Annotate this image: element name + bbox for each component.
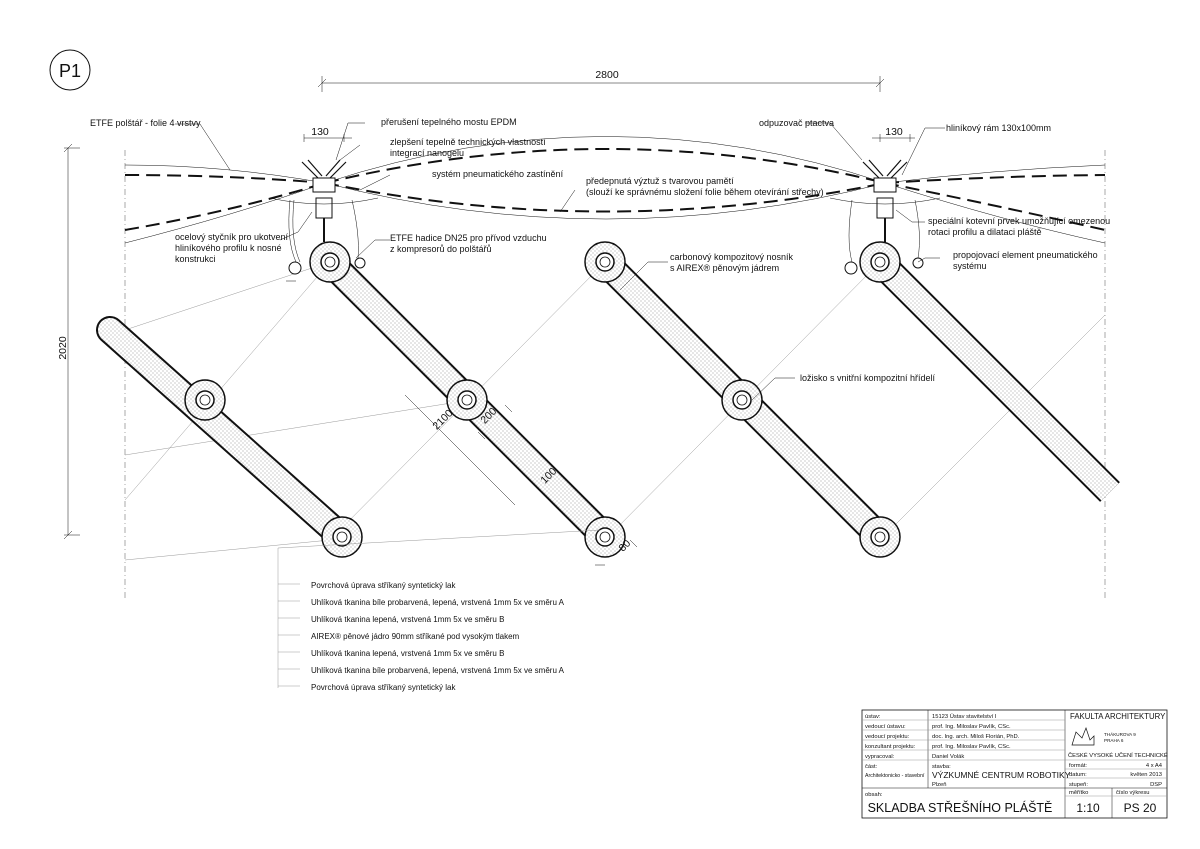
dimension-gap-right-value: 130 bbox=[885, 126, 903, 138]
tb-university: ČESKÉ VYSOKÉ UČENÍ TECHNICKÉ bbox=[1068, 752, 1168, 759]
bearing-node bbox=[309, 241, 351, 283]
tb-label-format: formát: bbox=[1069, 763, 1087, 769]
note-etfe-cushion: ETFE polštář - folie 4 vrstvy bbox=[90, 118, 201, 128]
tb-value-number: PS 20 bbox=[1124, 801, 1157, 815]
aluminium-frame-left bbox=[269, 159, 379, 275]
tb-value-scale: 1:10 bbox=[1076, 801, 1100, 815]
note-connector-1: propojovací element pneumatického bbox=[953, 250, 1098, 260]
tb-value-format: 4 x A4 bbox=[1146, 763, 1163, 769]
tb-address-2: PRAHA 6 bbox=[1104, 738, 1124, 743]
tb-label-content: obsah: bbox=[865, 792, 883, 798]
layer-list: Povrchová úprava stříkaný syntetický lak… bbox=[311, 581, 565, 692]
badge-label: P1 bbox=[59, 61, 81, 81]
aluminium-frame-right bbox=[829, 159, 941, 275]
layer-item: Uhlíková tkanina bíle probarvená, lepená… bbox=[311, 598, 565, 607]
note-shading: systém pneumatického zastínění bbox=[432, 169, 564, 179]
layer-item: AIREX® pěnové jádro 90mm stříkané pod vy… bbox=[311, 632, 520, 641]
bearing-node bbox=[446, 379, 488, 421]
note-insulation-2: integrací nanogelu bbox=[390, 148, 464, 158]
note-anchor-2: rotaci profilu a dilataci pláště bbox=[928, 227, 1042, 237]
note-hose-1: ETFE hadice DN25 pro přívod vzduchu bbox=[390, 233, 547, 243]
layer-item: Povrchová úprava stříkaný syntetický lak bbox=[311, 581, 457, 590]
note-thermal-break: přerušení tepelného mostu EPDM bbox=[381, 117, 517, 127]
dimension-height: 2020 bbox=[57, 143, 80, 540]
note-hose-2: z kompresorů do polštářů bbox=[390, 244, 492, 254]
tb-value-head: prof. Ing. Miloslav Pavlík, CSc. bbox=[932, 724, 1011, 730]
dimension-span: 2800 bbox=[317, 69, 885, 92]
bearing-node bbox=[859, 516, 901, 558]
tb-location: Plzeň bbox=[932, 782, 947, 788]
structure-projection bbox=[124, 261, 1106, 561]
note-steel-2: hliníkového profilu k nosné bbox=[175, 243, 282, 253]
title-block: ústav: 15123 Ústav stavitelství I vedouc… bbox=[861, 709, 1168, 819]
bearing-node bbox=[584, 241, 626, 283]
tb-label-institute: ústav: bbox=[865, 714, 881, 720]
tb-label-author: vypracoval: bbox=[865, 754, 895, 760]
note-prestressed-1: předepnutá výztuž s tvarovou pamětí bbox=[586, 176, 734, 186]
tb-value-consultant: prof. Ing. Miloslav Pavlík, CSc. bbox=[932, 744, 1011, 750]
layer-item: Uhlíková tkanina bíle probarvená, lepená… bbox=[311, 666, 565, 675]
layer-item: Povrchová úprava stříkaný syntetický lak bbox=[311, 683, 457, 692]
tb-label-consultant: konzultant projektu: bbox=[865, 744, 916, 750]
tb-value-building: VÝZKUMNÉ CENTRUM ROBOTIKY bbox=[932, 770, 1071, 780]
bearing-node bbox=[721, 379, 763, 421]
faculty-logo bbox=[1071, 726, 1095, 746]
tb-label-date: datum: bbox=[1069, 772, 1087, 778]
tb-value-institute: 15123 Ústav stavitelství I bbox=[932, 713, 997, 720]
note-carbon-1: carbonový kompozitový nosník bbox=[670, 252, 794, 262]
tb-label-scale: měřítko bbox=[1069, 790, 1088, 796]
tb-value-date: květen 2013 bbox=[1130, 772, 1162, 778]
tb-label-head: vedoucí ústavu: bbox=[865, 724, 906, 730]
dimension-span-value: 2800 bbox=[595, 69, 619, 81]
bearing-node bbox=[859, 241, 901, 283]
note-connector-2: systému bbox=[953, 261, 987, 271]
note-prestressed-2: (slouží ke správnému složení folie během… bbox=[586, 187, 824, 197]
tb-label-part: část: bbox=[865, 764, 878, 770]
note-steel-1: ocelový styčník pro ukotvení bbox=[175, 232, 289, 242]
leader-lines bbox=[175, 122, 945, 688]
note-alu-frame: hliníkový rám 130x100mm bbox=[946, 123, 1051, 133]
dimension-height-value: 2020 bbox=[57, 336, 69, 360]
section-edges bbox=[124, 150, 1106, 600]
note-carbon-2: s AIREX® pěnovým jádrem bbox=[670, 263, 779, 273]
note-bearing: ložisko s vnitřní kompozitní hřídelí bbox=[800, 373, 936, 383]
note-steel-3: konstrukci bbox=[175, 254, 216, 264]
tb-value-author: Daniel Volák bbox=[932, 754, 964, 760]
note-anchor-1: speciální kotevní prvek umožňující omeze… bbox=[928, 216, 1110, 226]
note-insulation-1: zlepšení tepelně technických vlastností bbox=[390, 137, 546, 147]
bearings bbox=[184, 241, 901, 558]
tb-address-1: THÁKUROVA 9 bbox=[1104, 731, 1136, 737]
bearing-node bbox=[184, 379, 226, 421]
dimension-gap-right: 130 bbox=[872, 126, 915, 142]
tb-value-content: SKLADBA STŘEŠNÍHO PLÁŠTĚ bbox=[868, 800, 1053, 815]
tb-faculty: FAKULTA ARCHITEKTURY bbox=[1070, 712, 1166, 721]
dimension-gap-left-value: 130 bbox=[311, 126, 329, 138]
tb-label-building: stavba: bbox=[932, 764, 951, 770]
bearing-node bbox=[321, 516, 363, 558]
etfe-cushions bbox=[124, 136, 1106, 244]
tb-label-number: číslo výkresu bbox=[1116, 790, 1150, 796]
sheet-badge: P1 bbox=[49, 49, 91, 91]
tb-value-part: Architektonicko - stavební bbox=[865, 773, 925, 779]
tb-value-supervisor: doc. Ing. arch. Miloš Florián, PhD. bbox=[932, 734, 1020, 740]
dimension-gap-left: 130 bbox=[303, 126, 352, 142]
layer-item: Uhlíková tkanina lepená, vrstvená 1mm 5x… bbox=[311, 615, 504, 624]
bearing-node bbox=[584, 516, 626, 558]
layer-item: Uhlíková tkanina lepená, vrstvená 1mm 5x… bbox=[311, 649, 504, 658]
tb-label-stage: stupeň: bbox=[1069, 782, 1088, 788]
note-bird: odpuzovač ptactva bbox=[759, 118, 834, 128]
tb-label-supervisor: vedoucí projektu: bbox=[865, 734, 910, 740]
tb-value-stage: DSP bbox=[1150, 782, 1162, 788]
annotations: ETFE polštář - folie 4 vrstvy přerušení … bbox=[90, 117, 1110, 383]
carbon-beams bbox=[96, 248, 1120, 551]
